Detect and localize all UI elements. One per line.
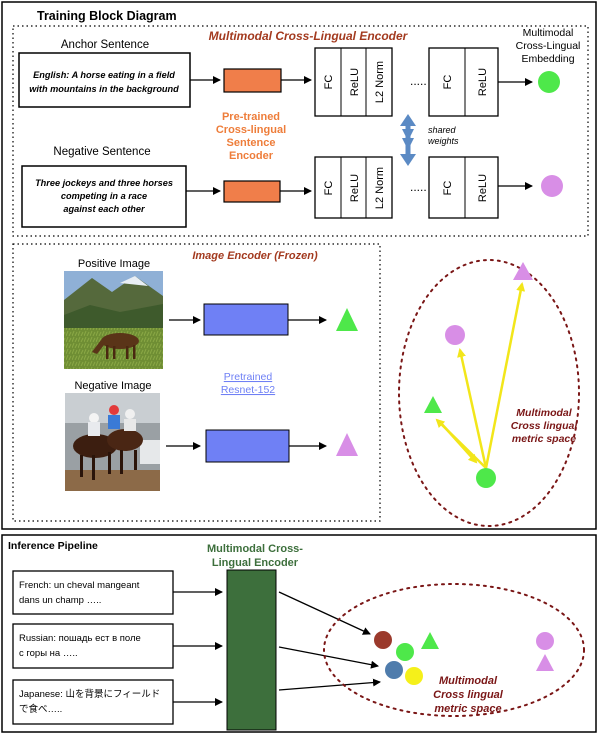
metric-anchor-circle [476,468,496,488]
pretrained-label-line-4: Encoder [229,150,274,162]
embedding-label-line-3: Embedding [521,53,574,65]
training-panel [1,1,597,530]
negative-dots: ..... [410,180,427,194]
anchor-sentence-box [18,52,191,108]
russian-sentence-box [12,623,174,669]
yellow-arrow-to-violet-circle [457,348,488,469]
training-metric-label-line-1: Multimodal [516,407,572,419]
negative-layer-stack [314,156,393,219]
anchor-sentence-encoder-block [223,68,282,93]
negative-final-layer-stack [428,156,499,219]
negative-sentence-box [21,165,187,228]
positive-resnet-block [203,303,289,336]
inference-metric-label-line-3: metric space [434,703,501,715]
russian-line-2: с горы на ….. [19,648,78,659]
negative-heading: Negative Sentence [53,146,150,158]
training-metric-label-line-2: Cross lingual [511,420,579,432]
negative-image [65,393,160,491]
metric-green-triangle [424,396,442,413]
arrow-encoder-to-japanese-embedding [278,678,381,691]
anchor-final-relu-label: ReLU [477,68,489,96]
image-encoder-title: Image Encoder (Frozen) [192,250,318,262]
anchor-text-line-2: with mountains in the background [29,84,179,94]
shared-weights-line-1: shared [428,125,457,135]
french-sentence-box [12,570,174,615]
anchor-l2norm-label: L2 Norm [374,61,386,103]
shared-weights-line-2: weights [428,136,459,146]
anchor-final-fc-label: FC [442,75,454,90]
negative-final-relu-label: ReLU [477,174,489,202]
negative-l2norm-label: L2 Norm [374,167,386,209]
negative-embedding-circle [541,175,563,197]
embedding-label-line-2: Cross-Lingual [516,40,581,52]
positive-image-triangle [336,308,358,331]
metric-violet-triangle [513,262,533,280]
inference-violet-circle [536,632,554,650]
metric-violet-circle [445,325,465,345]
anchor-text-line-1: English: A horse eating in a field [33,70,175,80]
inference-encoder-title-line-2: Lingual Encoder [212,557,299,569]
resnet-label-line-1: Pretrained [224,371,273,383]
inference-panel [1,534,597,733]
anchor-dots: ..... [410,74,427,88]
french-embedding-circle [374,631,392,649]
russian-embedding-circle [385,661,403,679]
shared-arrow-head-down [400,154,416,166]
inference-violet-triangle [536,654,554,671]
green-embedding-circle [396,643,414,661]
training-title: Training Block Diagram [37,9,177,23]
negative-text-line-2: competing in a race [61,191,147,201]
training-metric-space [398,259,580,527]
french-line-2: dans un champ ….. [19,595,101,606]
anchor-fc-label: FC [323,75,335,90]
anchor-heading: Anchor Sentence [61,39,149,51]
shared-arrow-head-up [400,114,416,126]
french-line-1: French: un cheval mangeant [19,580,140,591]
embedding-label-line-1: Multimodal [523,27,574,39]
japanese-embedding-circle [405,667,423,685]
yellow-arrow-green-triangle-to-anchor [439,421,478,464]
inference-metric-label-line-1: Multimodal [439,675,498,687]
russian-line-1: Russian: пошадь ест в поле [19,633,141,644]
inference-encoder-title-line-1: Multimodal Cross- [207,543,303,555]
inference-title: Inference Pipeline [8,540,98,552]
pretrained-label-line-1: Pre-trained [222,111,280,123]
negative-image-triangle [336,433,358,456]
negative-image-label: Negative Image [74,380,151,392]
negative-final-fc-label: FC [442,181,454,196]
anchor-relu-label: ReLU [349,68,361,96]
encoder-title: Multimodal Cross-Lingual Encoder [209,29,409,43]
negative-fc-label: FC [323,181,335,196]
arrow-encoder-to-russian-embedding [278,646,379,669]
positive-image-label: Positive Image [78,258,150,270]
arrow-encoder-to-french-embedding [278,591,371,635]
anchor-embedding-circle [538,71,560,93]
positive-image [64,271,163,369]
anchor-layer-stack [314,47,393,117]
negative-relu-label: ReLU [349,174,361,202]
pretrained-label-line-2: Cross-lingual [216,124,286,136]
yellow-arrow-to-violet-triangle [484,282,526,469]
inference-encoder-block [226,569,277,731]
inference-metric-label-line-2: Cross lingual [433,689,504,701]
japanese-line-1: Japanese: 山を背景にフィールド [19,688,160,700]
japanese-sentence-box [12,679,174,725]
negative-text-line-1: Three jockeys and three horses [35,178,173,188]
training-metric-label-line-3: metric space [512,433,576,445]
negative-text-line-3: against each other [63,204,145,214]
encoder-region [12,25,589,237]
negative-sentence-encoder-block [223,180,281,203]
pretrained-label-line-3: Sentence [227,137,276,149]
negative-resnet-block [205,429,290,463]
japanese-line-2: で食べ….. [19,703,62,715]
inference-green-triangle [421,632,439,649]
resnet-label-line-2: Resnet-152 [221,384,275,396]
inference-metric-space [323,583,585,717]
image-encoder-region [12,243,381,522]
